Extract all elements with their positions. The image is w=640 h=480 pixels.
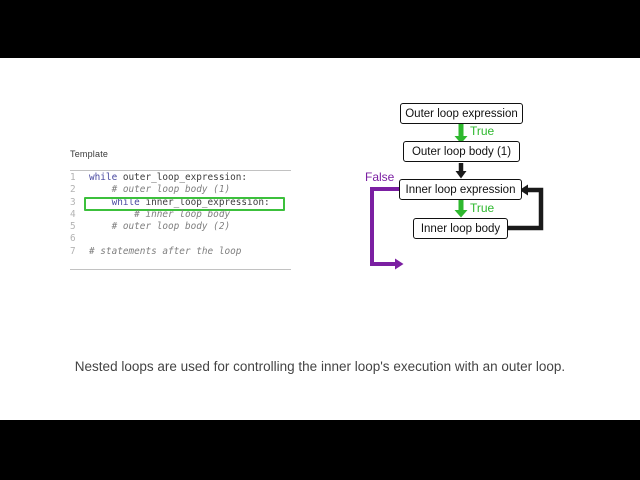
code-line: 1 while outer_loop_expression: [70, 172, 300, 184]
false-exit-arrow [370, 187, 404, 270]
code-line: 6 [70, 233, 300, 245]
code-text: # statements after the loop [89, 245, 242, 257]
edge-label-true-inner: True [470, 201, 495, 215]
line-number: 6 [70, 233, 76, 245]
flowchart-node-inner-expression: Inner loop expression [399, 179, 522, 200]
letterbox-bottom [0, 420, 640, 480]
code-line: 2 # outer loop body (1) [70, 184, 300, 196]
line-number: 3 [70, 196, 76, 208]
code-line: 4 # inner loop body [70, 209, 300, 221]
code-line: 3 while inner_loop_expression: [70, 196, 300, 211]
code-text: # outer loop body (2) [89, 221, 231, 233]
flow-arrow-outer-body-to-inner-expression [455, 163, 467, 179]
line-number: 5 [70, 221, 76, 233]
flowchart-node-inner-body: Inner loop body [413, 218, 508, 239]
true-arrow-inner [454, 200, 468, 218]
code-text: while outer_loop_expression: [89, 172, 248, 183]
code-text: # inner loop body [89, 208, 231, 220]
template-title: Template [70, 149, 109, 159]
code-line: 5 # outer loop body (2) [70, 221, 300, 233]
divider-top [70, 170, 291, 171]
code-text: # outer loop body (1) [89, 184, 231, 196]
line-number: 4 [70, 208, 76, 220]
code-line: 7 # statements after the loop [70, 246, 300, 258]
flowchart-node-outer-expression: Outer loop expression [400, 103, 523, 124]
edge-label-true-outer: True [470, 124, 495, 138]
letterbox-top [0, 0, 640, 58]
edge-label-false: False [365, 170, 395, 184]
line-number: 1 [70, 172, 76, 183]
caption-text: Nested loops are used for controlling th… [74, 359, 566, 374]
divider-bottom [70, 269, 291, 270]
flowchart-node-outer-body: Outer loop body (1) [403, 141, 520, 162]
line-number: 7 [70, 245, 76, 257]
code-text: while inner_loop_expression: [111, 196, 270, 208]
line-number: 2 [70, 184, 76, 196]
slide-content: Template 1 while outer_loop_expression:2 … [0, 58, 640, 420]
